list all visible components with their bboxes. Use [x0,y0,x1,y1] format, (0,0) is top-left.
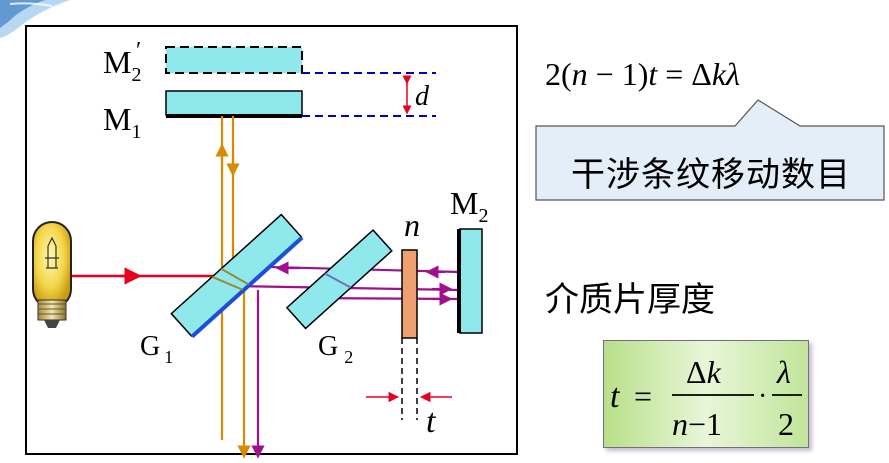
svg-text:t: t [610,378,621,415]
diagram-frame [25,25,518,455]
label-d: d [415,81,430,112]
svg-text:Δk: Δk [686,354,722,390]
label-m2: M2 [450,185,488,227]
formula-main: 2(n − 1)t = Δkλ [545,56,740,92]
sample-slab [401,249,418,339]
label-m2-prime-mark: ′ [136,38,141,64]
callout-text: 干涉条纹移动数目 [571,154,851,195]
corner-decoration [0,0,70,38]
mirror-m2-prime [165,46,303,74]
svg-text:2: 2 [778,406,794,442]
thickness-label: 介质片厚度 [545,280,715,320]
label-m1: M1 [103,101,141,143]
thickness-formula-box: t = Δk n−1 · λ 2 [603,340,809,448]
thickness-formula: t = Δk n−1 · λ 2 [610,354,802,442]
light-bulb-icon [32,221,72,328]
label-t: t [426,403,437,440]
svg-text:·: · [758,381,767,412]
beam-splitter-g1 [170,213,304,339]
svg-text:=: = [634,378,652,414]
label-n: n [404,207,420,243]
svg-text:λ: λ [776,354,791,390]
svg-text:n−1: n−1 [672,406,722,442]
label-m2-prime: M2 [103,44,141,86]
compensator-g2 [285,228,393,330]
